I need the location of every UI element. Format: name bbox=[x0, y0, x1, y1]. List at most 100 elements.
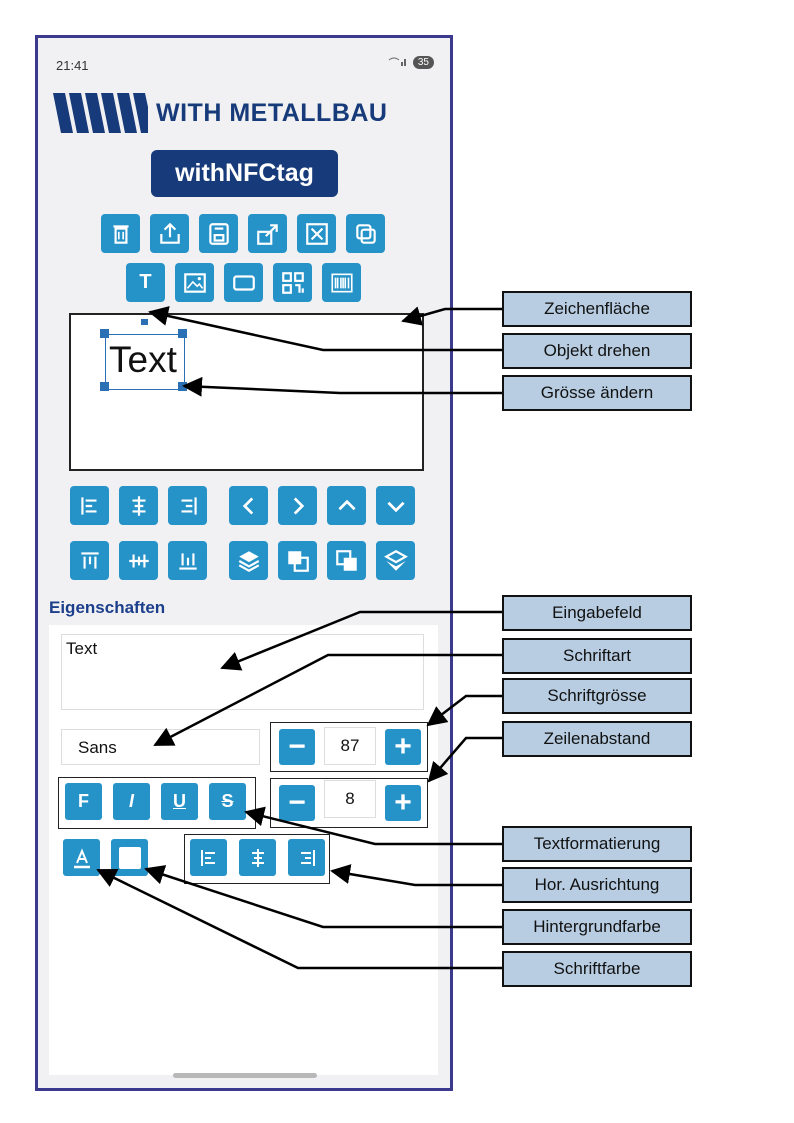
horizontal-align-group bbox=[184, 834, 330, 884]
bring-forward-icon bbox=[287, 550, 309, 572]
line-spacing-decrease-button[interactable]: − bbox=[279, 785, 315, 821]
save-button[interactable] bbox=[199, 214, 238, 253]
callout-font: Schriftart bbox=[502, 638, 692, 674]
align-left-icon bbox=[80, 496, 96, 515]
send-to-back-button[interactable] bbox=[376, 541, 415, 580]
add-text-button[interactable]: T bbox=[126, 263, 165, 302]
text-align-right-button[interactable] bbox=[288, 839, 325, 876]
text-format-group bbox=[58, 777, 256, 829]
arrow-font-size bbox=[426, 694, 502, 727]
app-title: withNFCtag bbox=[151, 150, 338, 197]
company-logo: WITH METALLBAU bbox=[53, 91, 437, 135]
align-top-button[interactable] bbox=[70, 541, 109, 580]
send-backward-icon bbox=[335, 549, 357, 571]
strikethrough-button[interactable]: S bbox=[209, 783, 246, 820]
arrow-text-format bbox=[244, 806, 502, 846]
drawing-canvas[interactable]: Text bbox=[69, 313, 424, 471]
add-barcode-button[interactable] bbox=[322, 263, 361, 302]
line-spacing-increase-button[interactable]: + bbox=[385, 785, 421, 821]
arrow-background-color bbox=[144, 865, 502, 929]
add-qrcode-button[interactable] bbox=[273, 263, 312, 302]
status-time: 21:41 bbox=[56, 58, 89, 73]
move-up-button[interactable] bbox=[327, 486, 366, 525]
image-icon bbox=[183, 272, 206, 293]
callout-font-size: Schriftgrösse bbox=[502, 678, 692, 714]
callout-resize: Grösse ändern bbox=[502, 375, 692, 411]
align-top-icon bbox=[80, 551, 99, 569]
qrcode-icon bbox=[281, 271, 304, 294]
save-icon bbox=[208, 222, 229, 245]
callout-rotate-object: Objekt drehen bbox=[502, 333, 692, 369]
resize-handle-tr[interactable] bbox=[178, 329, 187, 338]
status-icons: 35 bbox=[387, 56, 434, 69]
logo-text: WITH METALLBAU bbox=[156, 98, 388, 127]
arrow-horizontal-align bbox=[330, 864, 502, 887]
arrow-line-spacing bbox=[427, 736, 502, 783]
callout-drawing-area: Zeichenfläche bbox=[502, 291, 692, 327]
layers-up-icon bbox=[238, 550, 259, 572]
background-color-button[interactable] bbox=[111, 839, 148, 876]
font-size-decrease-button[interactable]: − bbox=[279, 729, 315, 765]
text-object-content: Text bbox=[109, 339, 177, 380]
text-align-center-icon bbox=[251, 848, 264, 867]
rotate-handle[interactable] bbox=[141, 319, 148, 325]
chevron-right-icon bbox=[293, 496, 304, 515]
align-right-icon bbox=[181, 496, 197, 515]
arrow-font bbox=[153, 653, 502, 747]
home-indicator[interactable] bbox=[173, 1073, 317, 1078]
chevron-left-icon bbox=[242, 496, 253, 515]
move-left-button[interactable] bbox=[229, 486, 268, 525]
close-box-icon bbox=[305, 222, 328, 245]
align-left-button[interactable] bbox=[70, 486, 109, 525]
text-align-right-icon bbox=[300, 849, 315, 866]
chevron-up-icon bbox=[337, 499, 356, 510]
callout-line-spacing: Zeilenabstand bbox=[502, 721, 692, 757]
text-input[interactable]: Text bbox=[61, 634, 424, 710]
close-button[interactable] bbox=[297, 214, 336, 253]
italic-button[interactable]: I bbox=[113, 783, 150, 820]
callout-input-field: Eingabefeld bbox=[502, 595, 692, 631]
move-right-button[interactable] bbox=[278, 486, 317, 525]
font-size-increase-button[interactable]: + bbox=[385, 729, 421, 765]
callout-horizontal-align: Hor. Ausrichtung bbox=[502, 867, 692, 903]
align-right-button[interactable] bbox=[168, 486, 207, 525]
font-color-button[interactable] bbox=[63, 839, 100, 876]
send-backward-button[interactable] bbox=[327, 541, 366, 580]
share-icon bbox=[159, 222, 180, 244]
move-down-button[interactable] bbox=[376, 486, 415, 525]
align-bottom-button[interactable] bbox=[168, 541, 207, 580]
trash-icon bbox=[112, 224, 129, 244]
resize-handle-bl[interactable] bbox=[100, 382, 109, 391]
arrow-drawing-area bbox=[401, 306, 502, 326]
text-align-center-button[interactable] bbox=[239, 839, 276, 876]
callout-background-color: Hintergrundfarbe bbox=[502, 909, 692, 945]
font-size-value[interactable]: 87 bbox=[324, 727, 376, 765]
bring-to-front-button[interactable] bbox=[229, 541, 268, 580]
align-bottom-icon bbox=[178, 552, 197, 570]
text-align-left-icon bbox=[200, 849, 215, 866]
arrow-input-field bbox=[220, 610, 502, 671]
add-rectangle-button[interactable] bbox=[224, 263, 263, 302]
text-object[interactable]: Text bbox=[105, 334, 185, 390]
layers-down-icon bbox=[383, 549, 408, 571]
arrow-resize bbox=[182, 376, 502, 397]
resize-handle-tl[interactable] bbox=[100, 329, 109, 338]
align-middle-icon bbox=[128, 554, 149, 567]
bring-forward-button[interactable] bbox=[278, 541, 317, 580]
text-align-left-button[interactable] bbox=[190, 839, 227, 876]
share-button[interactable] bbox=[150, 214, 189, 253]
export-button[interactable] bbox=[248, 214, 287, 253]
background-color-swatch bbox=[118, 846, 141, 869]
add-image-button[interactable] bbox=[175, 263, 214, 302]
underline-button[interactable]: U bbox=[161, 783, 198, 820]
text-tool-icon: T bbox=[139, 271, 152, 293]
line-spacing-value[interactable]: 8 bbox=[324, 780, 376, 818]
bold-button[interactable]: F bbox=[65, 783, 102, 820]
delete-button[interactable] bbox=[101, 214, 140, 253]
edit-external-icon bbox=[256, 223, 278, 245]
align-middle-button[interactable] bbox=[119, 541, 158, 580]
align-center-button[interactable] bbox=[119, 486, 158, 525]
duplicate-button[interactable] bbox=[346, 214, 385, 253]
align-center-icon bbox=[132, 495, 145, 516]
properties-title: Eigenschaften bbox=[49, 598, 166, 617]
